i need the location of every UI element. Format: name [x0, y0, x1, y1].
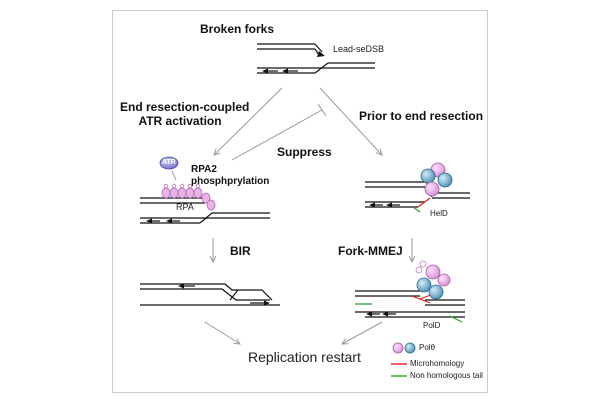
suppress-bar	[317, 103, 327, 117]
helicase-label: HelD	[430, 209, 448, 218]
left-branch-heading-line2: ATR activation	[138, 114, 222, 128]
arrow-mmej-to-restart	[342, 321, 383, 344]
right-branch-heading: Prior to end resection	[359, 109, 484, 123]
dsb-arrowhead	[317, 51, 325, 57]
diagram-title: Broken forks	[200, 22, 275, 36]
legend-tail-label: Non homologous tail	[410, 371, 483, 380]
mmej-tails	[355, 292, 463, 323]
pathway-arrows	[204, 87, 412, 344]
phospho-marks	[163, 183, 201, 189]
poltheta-complex-right	[420, 162, 453, 197]
mmej-figure	[355, 290, 465, 318]
arrow-to-resection	[214, 87, 283, 155]
arrow-to-prior-resection	[319, 87, 382, 155]
atr-protein	[159, 156, 179, 170]
suppress-label: Suppress	[277, 145, 332, 159]
poltheta-complex-mmej	[415, 260, 451, 300]
top-strand-arrow-1	[262, 68, 268, 74]
atr-label: ATR	[162, 159, 176, 166]
broken-fork-figure	[257, 43, 375, 74]
bir-figure	[140, 283, 280, 306]
left-branch-heading: End resection-coupled ATR activation	[120, 100, 250, 128]
helicase-figure	[365, 181, 470, 208]
rpa2-label-line1: RPA2	[191, 164, 217, 175]
arrow-bir-to-restart	[204, 321, 240, 344]
outcome-label: Replication restart	[248, 349, 361, 365]
suppress-line	[231, 109, 323, 161]
rpa-label: RPA	[176, 202, 194, 212]
atr-to-rpa-link	[171, 170, 177, 181]
polymerase-label: PolD	[423, 321, 441, 330]
legend	[391, 342, 416, 377]
legend-pol-pink-swatch	[392, 342, 404, 354]
top-strand-arrow-2	[282, 68, 288, 74]
bir-label: BIR	[230, 244, 251, 258]
left-branch-heading-line1: End resection-coupled	[120, 100, 250, 114]
legend-pol-blue-swatch	[404, 342, 416, 354]
rpa-cluster	[161, 187, 216, 211]
legend-pol-label: Polθ	[419, 343, 436, 352]
legend-microhomology-label: Microhomology	[410, 359, 465, 368]
mmej-label: Fork-MMEJ	[338, 244, 403, 258]
lead-dsb-label: Lead-seDSB	[333, 44, 385, 54]
rpa2-label: RPA2 phosphprylation	[191, 165, 269, 187]
rpa2-label-line2: phosphprylation	[191, 176, 270, 187]
